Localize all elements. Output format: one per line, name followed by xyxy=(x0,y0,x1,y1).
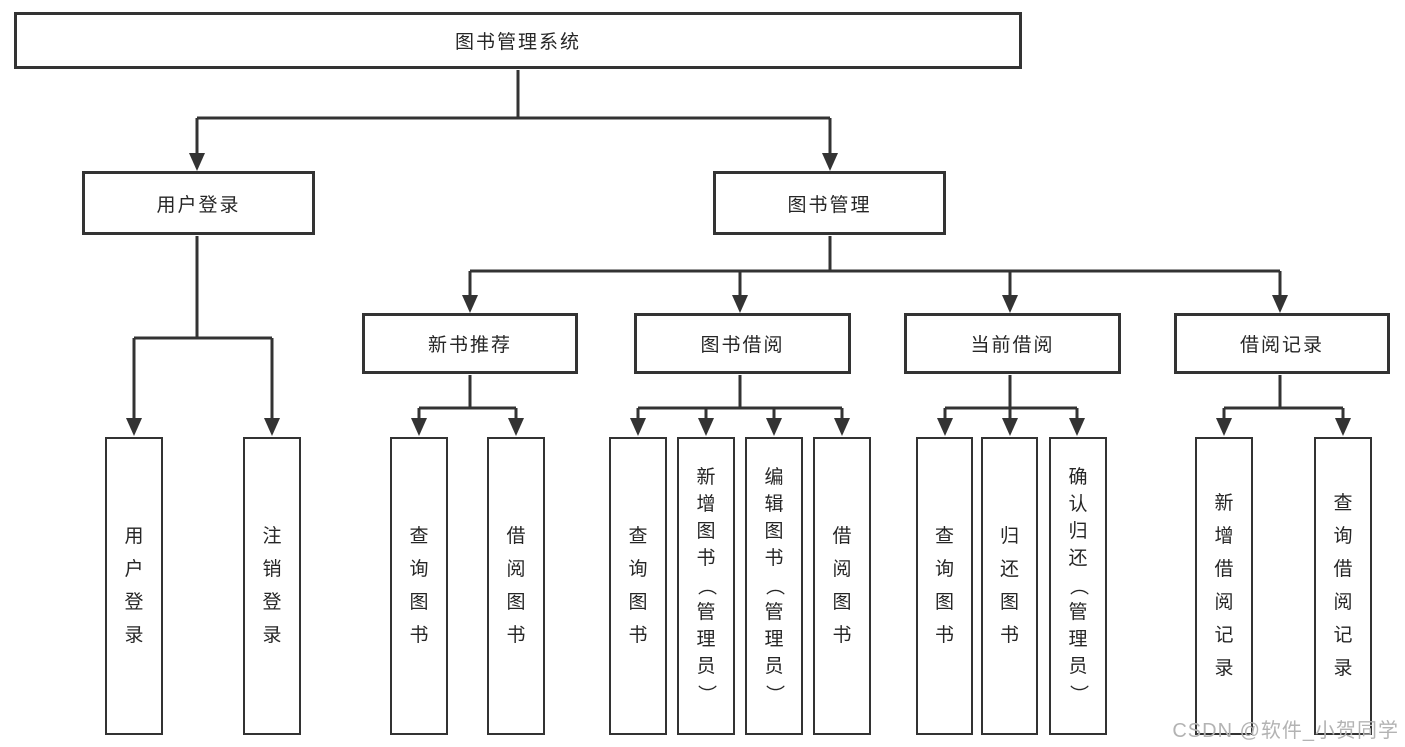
leaf-add-books-admin-label: 新增图书（管理员） xyxy=(695,467,717,704)
node-borrow-records-label: 借阅记录 xyxy=(1239,335,1324,356)
arrow-down-icon xyxy=(411,418,427,436)
node-root: 图书管理系统 xyxy=(14,12,1022,69)
leaf-borrowing-query-books-label: 查询图书 xyxy=(628,525,648,646)
node-current-borrowing-label: 当前借阅 xyxy=(970,335,1055,356)
leaf-recommend-borrow-books: 借阅图书 xyxy=(487,437,545,735)
arrow-down-icon xyxy=(834,418,850,436)
leaf-current-query-books-label: 查询图书 xyxy=(934,525,954,646)
arrow-down-icon xyxy=(630,418,646,436)
arrow-down-icon xyxy=(937,418,953,436)
arrow-down-icon xyxy=(1216,418,1232,436)
leaf-logout: 注销登录 xyxy=(243,437,301,735)
node-borrow-records: 借阅记录 xyxy=(1174,313,1390,374)
node-new-book-recommend-label: 新书推荐 xyxy=(427,335,512,356)
leaf-current-query-books: 查询图书 xyxy=(916,437,973,735)
leaf-borrowing-borrow-books: 借阅图书 xyxy=(813,437,871,735)
leaf-recommend-borrow-books-label: 借阅图书 xyxy=(506,525,526,646)
leaf-add-borrow-record: 新增借阅记录 xyxy=(1195,437,1253,735)
csdn-watermark: CSDN @软件_小贺同学 xyxy=(1172,720,1399,742)
leaf-edit-books-admin-label: 编辑图书（管理员） xyxy=(763,467,785,704)
node-user-login-label: 用户登录 xyxy=(156,194,241,216)
leaf-add-books-admin: 新增图书（管理员） xyxy=(677,437,735,735)
leaf-return-books: 归还图书 xyxy=(981,437,1038,735)
arrowheads xyxy=(126,153,1351,436)
tree-edges xyxy=(132,70,1345,421)
arrow-down-icon xyxy=(698,418,714,436)
arrow-down-icon xyxy=(126,418,142,436)
leaf-query-borrow-record-label: 查询借阅记录 xyxy=(1333,492,1353,679)
arrow-down-icon xyxy=(766,418,782,436)
node-book-borrowing-label: 图书借阅 xyxy=(700,335,785,356)
node-book-management-label: 图书管理 xyxy=(787,194,872,216)
arrow-down-icon xyxy=(1272,295,1288,313)
arrow-down-icon xyxy=(462,295,478,313)
leaf-logout-label: 注销登录 xyxy=(262,525,282,646)
node-current-borrowing: 当前借阅 xyxy=(904,313,1121,374)
arrow-down-icon xyxy=(1335,418,1351,436)
leaf-confirm-return-admin-label: 确认归还（管理员） xyxy=(1067,467,1089,704)
arrow-down-icon xyxy=(508,418,524,436)
leaf-borrowing-query-books: 查询图书 xyxy=(609,437,667,735)
node-new-book-recommend: 新书推荐 xyxy=(362,313,578,374)
node-book-borrowing: 图书借阅 xyxy=(634,313,851,374)
arrow-down-icon xyxy=(1002,418,1018,436)
leaf-confirm-return-admin: 确认归还（管理员） xyxy=(1049,437,1107,735)
leaf-borrowing-borrow-books-label: 借阅图书 xyxy=(832,525,852,646)
leaf-recommend-query-books-label: 查询图书 xyxy=(409,525,429,646)
node-book-management: 图书管理 xyxy=(713,171,946,235)
node-user-login: 用户登录 xyxy=(82,171,315,235)
arrow-down-icon xyxy=(1002,295,1018,313)
arrow-down-icon xyxy=(264,418,280,436)
leaf-recommend-query-books: 查询图书 xyxy=(390,437,448,735)
arrow-down-icon xyxy=(1069,418,1085,436)
leaf-query-borrow-record: 查询借阅记录 xyxy=(1314,437,1372,735)
leaf-return-books-label: 归还图书 xyxy=(999,525,1019,646)
leaf-user-login: 用户登录 xyxy=(105,437,163,735)
leaf-edit-books-admin: 编辑图书（管理员） xyxy=(745,437,803,735)
leaf-add-borrow-record-label: 新增借阅记录 xyxy=(1214,492,1234,679)
leaf-user-login-label: 用户登录 xyxy=(124,525,144,646)
arrow-down-icon xyxy=(189,153,205,171)
node-root-label: 图书管理系统 xyxy=(454,32,581,53)
arrow-down-icon xyxy=(822,153,838,171)
arrow-down-icon xyxy=(732,295,748,313)
